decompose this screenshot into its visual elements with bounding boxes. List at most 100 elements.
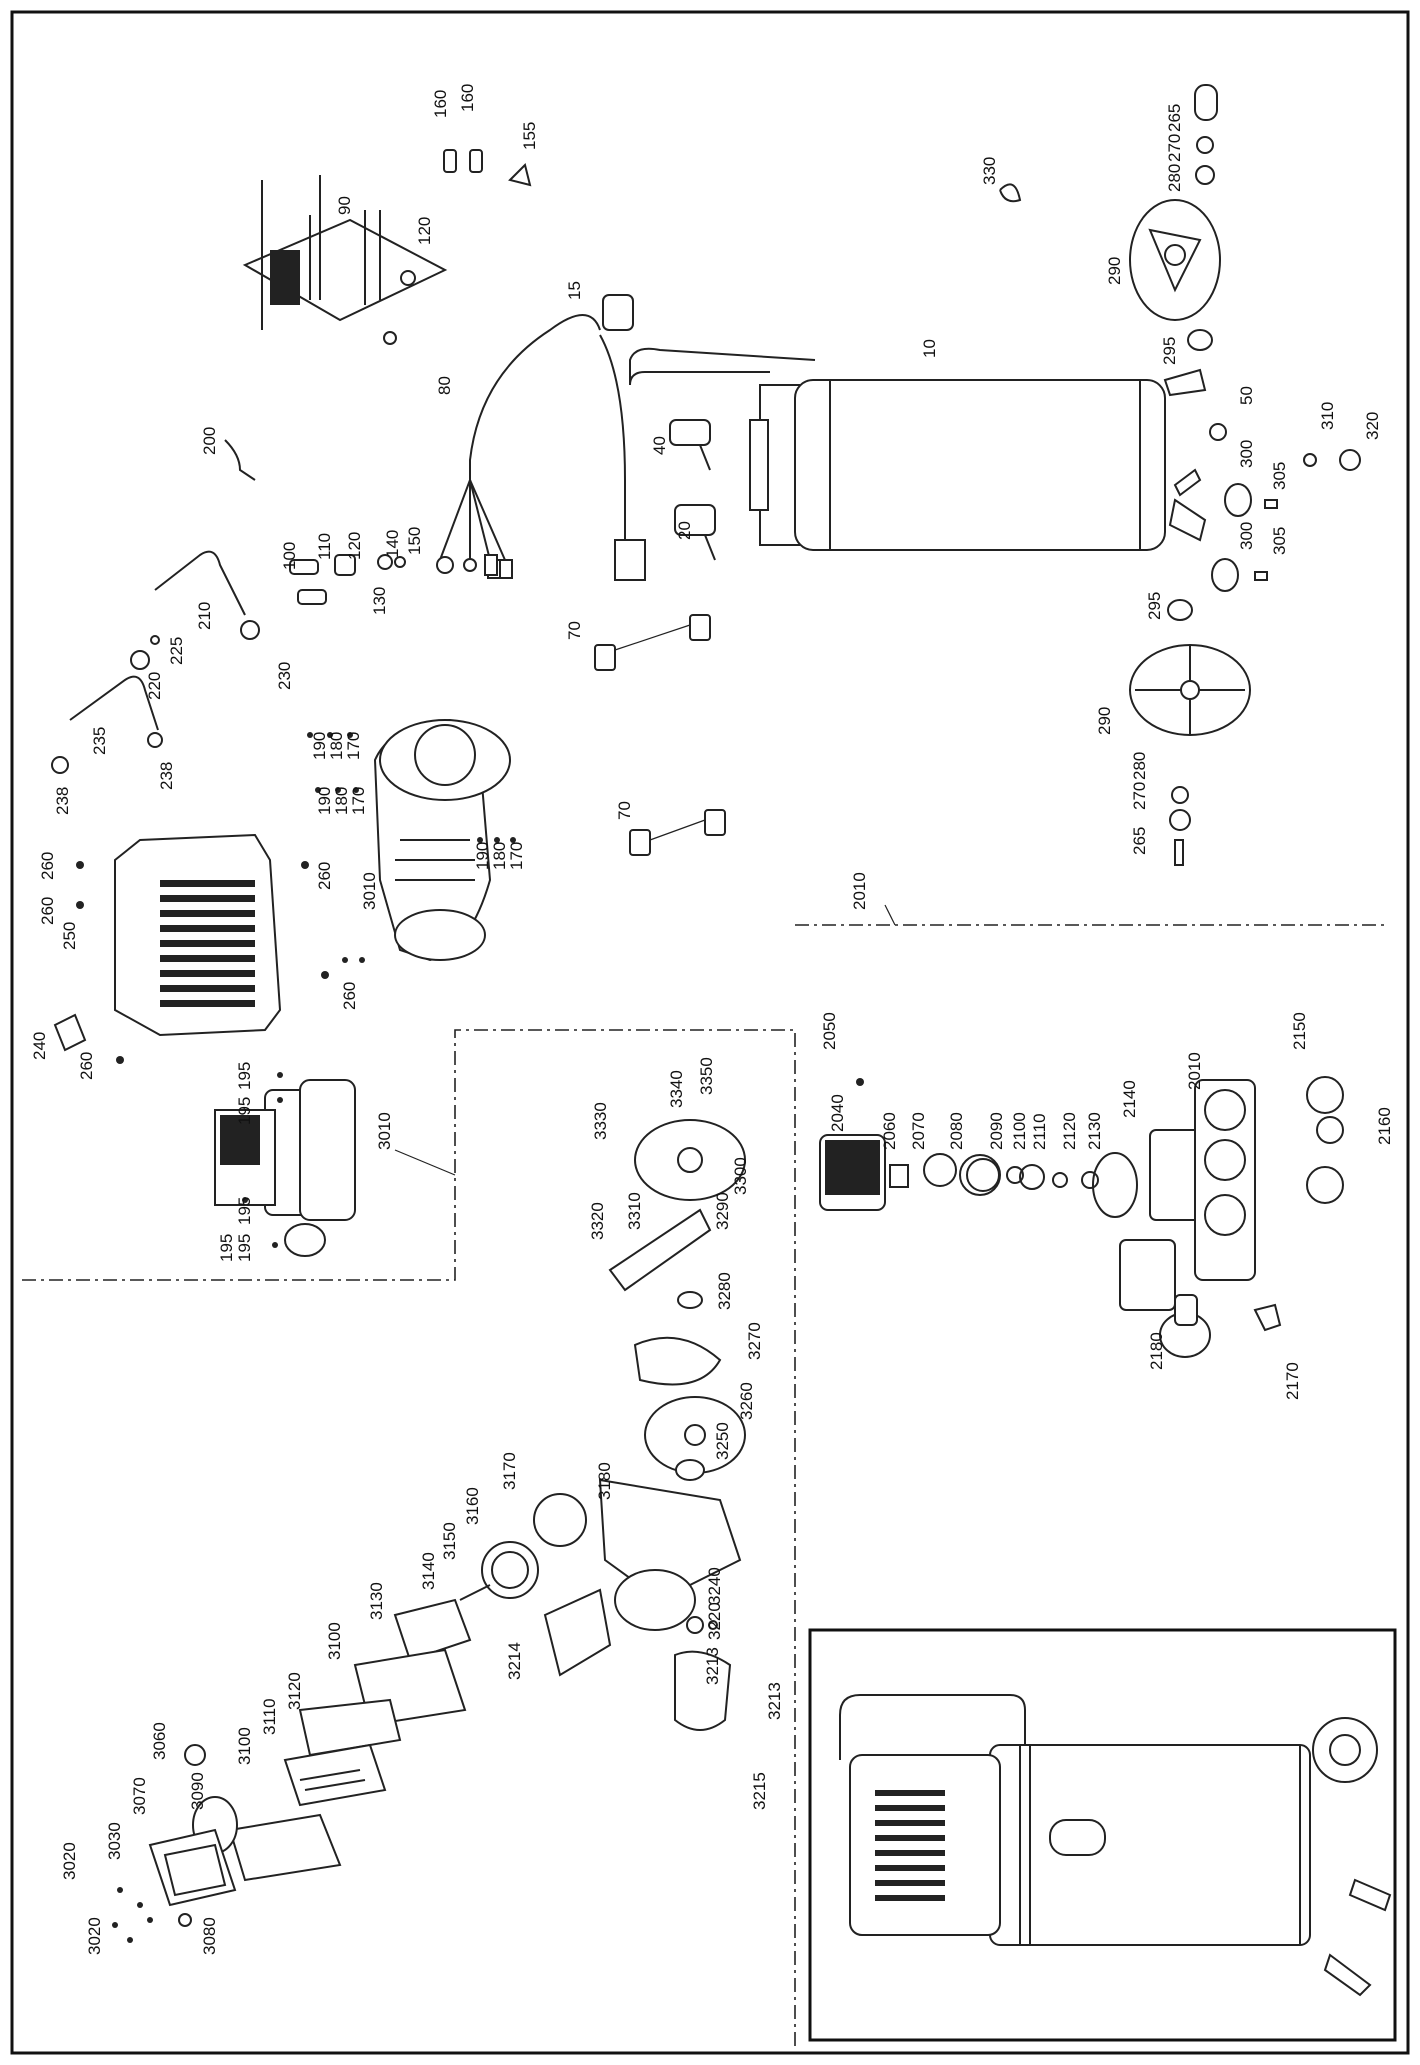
part-label: 320	[1363, 412, 1382, 440]
feet-and-caps	[1209, 423, 1361, 592]
part-label: 195	[235, 1062, 254, 1090]
part-label: 3260	[737, 1382, 756, 1420]
part-label: 195	[235, 1234, 254, 1262]
part-label: 190	[310, 732, 329, 760]
part-label: 15	[565, 281, 584, 300]
part-label: 3320	[588, 1202, 607, 1240]
part-label: 100	[280, 542, 299, 570]
part-label: 3120	[285, 1672, 304, 1710]
part-label: 3330	[591, 1102, 610, 1140]
part-label: 2050	[820, 1012, 839, 1050]
part-label: 265	[1165, 104, 1184, 132]
part-label: 2070	[909, 1112, 928, 1150]
part-label: 155	[520, 122, 539, 150]
part-label: 238	[157, 762, 176, 790]
part-label: 2010	[850, 872, 869, 910]
part-label: 2060	[880, 1112, 899, 1150]
part-label: 190	[315, 787, 334, 815]
part-label: 3310	[625, 1192, 644, 1230]
pump-head-3010	[214, 1072, 356, 1257]
part-label: 2180	[1147, 1332, 1166, 1370]
part-label: 220	[145, 672, 164, 700]
part-label: 260	[340, 982, 359, 1010]
part-label: 3010	[375, 1112, 394, 1150]
part-label: 120	[415, 217, 434, 245]
part-label: 70	[565, 621, 584, 640]
part-label: 2110	[1030, 1113, 1049, 1150]
part-label: 195	[235, 1197, 254, 1225]
part-label: 3300	[731, 1157, 750, 1195]
part-label: 3080	[200, 1917, 219, 1955]
part-label: 300	[1237, 440, 1256, 468]
part-label: 130	[370, 587, 389, 615]
part-label: 260	[77, 1052, 96, 1080]
part-label: 190	[473, 842, 492, 870]
part-label: 300	[1237, 522, 1256, 550]
part-label: 330	[980, 157, 999, 185]
part-label: 160	[458, 84, 477, 112]
product-view-frame	[808, 1628, 1397, 2042]
part-label: 240	[30, 1032, 49, 1060]
part-label: 3090	[188, 1772, 207, 1810]
mount-pads	[594, 614, 726, 856]
part-label: 170	[344, 732, 363, 760]
part-label: 170	[507, 842, 526, 870]
assembled-compressor-view	[839, 1694, 1392, 1997]
wheel-top	[1129, 84, 1221, 351]
part-label: 160	[431, 90, 450, 118]
part-label: 305	[1270, 527, 1289, 555]
power-cable	[439, 294, 646, 581]
part-label: 3100	[235, 1727, 254, 1765]
part-label: 3250	[713, 1422, 732, 1460]
part-label: 210	[195, 602, 214, 630]
part-label: 3340	[667, 1070, 686, 1108]
page-border	[10, 10, 1410, 2055]
part-label: 295	[1145, 592, 1164, 620]
motor-3010	[307, 718, 516, 963]
part-label: 3213	[765, 1682, 784, 1720]
part-label: 260	[38, 852, 57, 880]
part-label: 280	[1130, 752, 1149, 780]
part-label: 40	[650, 436, 669, 455]
part-label: 3170	[500, 1452, 519, 1490]
part-label: 2130	[1085, 1112, 1104, 1150]
part-label: 250	[60, 922, 79, 950]
part-label: 80	[435, 376, 454, 395]
part-label: 310	[1318, 402, 1337, 430]
part-label: 2010	[1185, 1052, 1204, 1090]
part-label: 3180	[595, 1462, 614, 1500]
part-label: 260	[315, 862, 334, 890]
part-label: 3130	[367, 1582, 386, 1620]
shroud-250	[53, 833, 329, 1064]
part-label: 195	[217, 1234, 236, 1262]
fittings-20-40	[669, 419, 716, 561]
part-label: 3220	[705, 1602, 724, 1640]
air-tank-10	[629, 347, 1207, 551]
part-label: 3290	[713, 1192, 732, 1230]
part-label: 180	[327, 732, 346, 760]
part-label: 2040	[828, 1094, 847, 1132]
part-label: 3280	[715, 1272, 734, 1310]
small-hardware	[224, 439, 498, 605]
part-label: 3110	[260, 1698, 279, 1735]
part-label: 3100	[325, 1622, 344, 1660]
part-label: 2100	[1010, 1112, 1029, 1150]
part-label: 3020	[85, 1917, 104, 1955]
part-label: 238	[53, 787, 72, 815]
part-label: 260	[38, 897, 57, 925]
part-label: 3160	[463, 1487, 482, 1525]
part-label: 150	[405, 527, 424, 555]
part-label: 2090	[987, 1112, 1006, 1150]
part-label: 2140	[1120, 1080, 1139, 1118]
part-label: 3140	[419, 1552, 438, 1590]
part-label: 3350	[697, 1057, 716, 1095]
part-label: 3240	[705, 1567, 724, 1605]
part-label: 3020	[60, 1842, 79, 1880]
part-label: 280	[1165, 164, 1184, 192]
part-label: 120	[345, 532, 364, 560]
part-label: 50	[1237, 386, 1256, 405]
outlet-tubes	[51, 550, 260, 774]
part-label: 230	[275, 662, 294, 690]
cylinder-head-2010	[819, 1076, 1344, 1358]
part-label: 3215	[750, 1772, 769, 1810]
